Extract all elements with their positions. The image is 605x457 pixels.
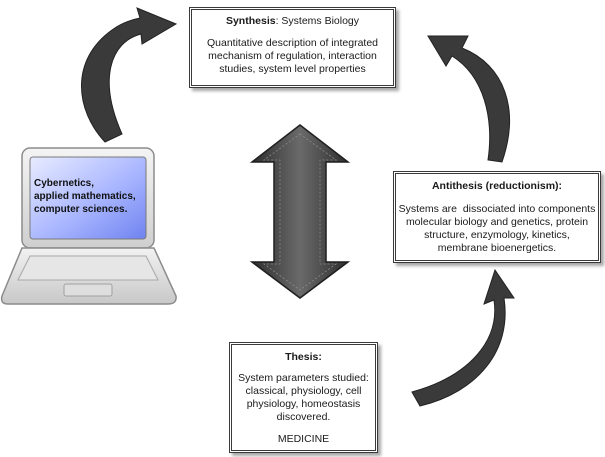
antithesis-box: Antithesis (reductionism): Systems are d… bbox=[393, 171, 601, 263]
synthesis-title-rest: : Systems Biology bbox=[275, 15, 360, 27]
synthesis-title-bold: Synthesis bbox=[225, 15, 276, 27]
laptop-line: Cybernetics, bbox=[34, 178, 95, 189]
antithesis-title: Antithesis (reductionism): bbox=[431, 180, 563, 192]
thesis-line: discovered. bbox=[276, 411, 331, 423]
synthesis-line: studies, system level properties bbox=[219, 63, 366, 75]
antithesis-line: structure, enzymology, kinetics, bbox=[424, 229, 570, 241]
thesis-footer: MEDICINE bbox=[277, 433, 330, 445]
thesis-line: physiology, homeostasis bbox=[246, 398, 361, 410]
synthesis-line: mechanism of regulation, interaction bbox=[208, 50, 377, 62]
thesis-line: System parameters studied: bbox=[238, 372, 369, 384]
thesis-line: classical, physiology, cell bbox=[245, 385, 362, 397]
curved-arrow-thesis-to-antithesis bbox=[411, 268, 515, 407]
curved-arrow-laptop-to-synthesis bbox=[81, 7, 178, 143]
laptop-line: computer sciences. bbox=[34, 204, 128, 215]
synthesis-line: Quantitative description of integrated bbox=[206, 37, 379, 49]
double-arrow-vertical bbox=[249, 124, 351, 299]
antithesis-line: molecular biology and genetics, protein bbox=[405, 216, 589, 228]
synthesis-box: Synthesis: Systems Biology Quantitative … bbox=[189, 7, 396, 88]
antithesis-line: Systems are dissociated into components bbox=[398, 203, 596, 215]
curved-arrow-antithesis-to-synthesis bbox=[427, 35, 510, 163]
antithesis-line: membrane bioenergetics. bbox=[437, 242, 557, 254]
laptop-screen-text: Cybernetics, applied mathematics, comput… bbox=[34, 177, 144, 216]
laptop-line: applied mathematics, bbox=[34, 191, 136, 202]
thesis-box: Thesis: System parameters studied: class… bbox=[229, 342, 378, 453]
laptop-icon bbox=[0, 147, 177, 305]
synthesis-title: Synthesis: Systems Biology bbox=[192, 15, 393, 28]
thesis-title: Thesis: bbox=[285, 351, 322, 363]
